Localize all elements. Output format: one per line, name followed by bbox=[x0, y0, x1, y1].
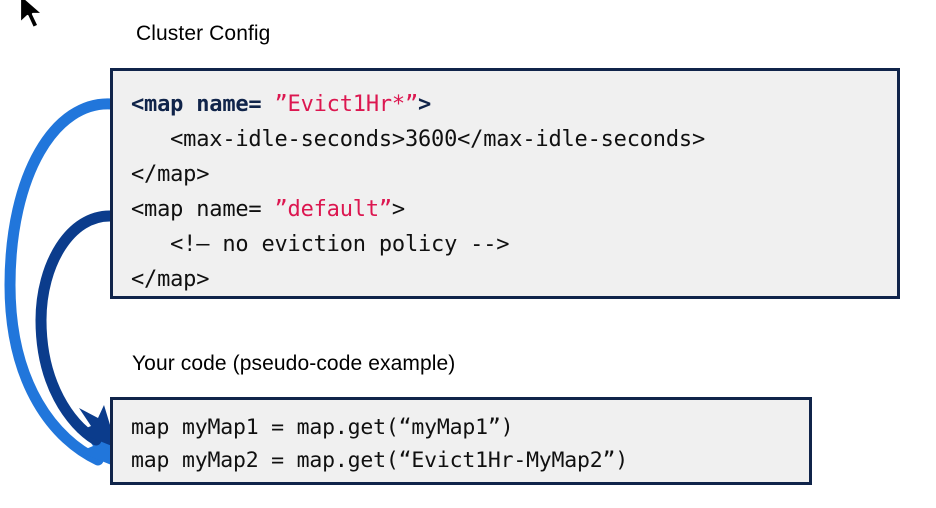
code-token: <map name= bbox=[131, 197, 275, 222]
your-code-code-block: map myMap1 = map.get(“myMap1”) map myMap2… bbox=[110, 397, 812, 485]
code-token: </map> bbox=[131, 267, 210, 292]
code-token: </map> bbox=[131, 162, 210, 187]
code-token: map myMap1 = map.get(“myMap1”) bbox=[131, 415, 514, 440]
code-line: </map> bbox=[131, 157, 897, 192]
arrow-evict1hr-to-mymap2 bbox=[4, 98, 119, 468]
code-token: map myMap2 = map.get(“Evict1Hr-MyMap2”) bbox=[131, 448, 629, 473]
cluster-config-code-block: <map name= ”Evict1Hr*”> <max-idle-second… bbox=[110, 68, 900, 299]
code-line: <map name= ”default”> bbox=[131, 192, 897, 227]
heading-cluster-config: Cluster Config bbox=[136, 22, 271, 45]
code-token: > bbox=[418, 92, 432, 117]
code-token: ”Evict1Hr*” bbox=[274, 92, 419, 117]
code-line: <map name= ”Evict1Hr*”> bbox=[131, 87, 897, 122]
code-line: <max-idle-seconds>3600</max-idle-seconds… bbox=[131, 122, 897, 157]
code-token: > bbox=[391, 197, 405, 222]
code-line: </map> bbox=[131, 262, 897, 296]
code-token: ”default” bbox=[274, 197, 393, 222]
code-line: map myMap2 = map.get(“Evict1Hr-MyMap2”) bbox=[131, 444, 809, 477]
code-token: <max-idle-seconds>3600</max-idle-seconds… bbox=[131, 127, 705, 152]
heading-your-code: Your code (pseudo-code example) bbox=[132, 352, 456, 375]
code-line: <!– no eviction policy --> bbox=[131, 227, 897, 262]
code-line: map myMap1 = map.get(“myMap1”) bbox=[131, 411, 809, 444]
code-token: <map name= bbox=[131, 92, 275, 117]
mouse-pointer-icon bbox=[18, 0, 45, 30]
code-token: <!– no eviction policy --> bbox=[131, 232, 510, 257]
arrow-default-to-mymap1 bbox=[35, 210, 118, 448]
